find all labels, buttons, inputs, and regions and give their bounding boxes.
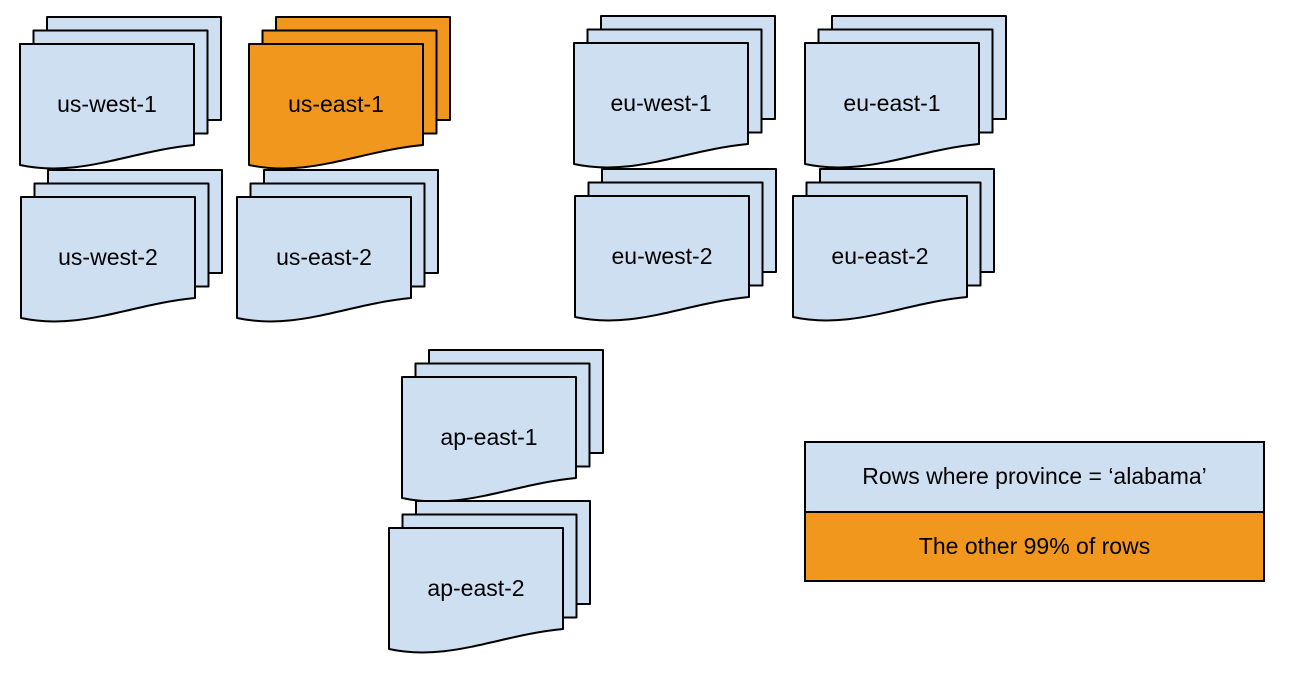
stacked-documents-icon [574, 168, 777, 322]
region-stack-us-east-1: us-east-1 [248, 16, 452, 172]
region-stack-ap-east-1: ap-east-1 [401, 349, 605, 505]
stacked-documents-icon [401, 349, 604, 503]
region-label: ap-east-1 [440, 424, 538, 450]
front-document-icon [248, 43, 424, 170]
front-document-icon [19, 43, 195, 170]
stacked-documents-icon [19, 16, 222, 170]
front-document-icon [792, 195, 968, 322]
region-label: us-east-2 [276, 244, 372, 270]
stacked-documents-icon [248, 16, 451, 170]
stacked-documents-icon [388, 500, 591, 654]
region-stack-eu-east-2: eu-east-2 [792, 168, 996, 324]
legend-item: Rows where province = ‘alabama’ [806, 443, 1263, 511]
region-label: us-west-2 [58, 244, 158, 270]
front-document-icon [236, 196, 412, 323]
legend-item-label: The other 99% of rows [918, 532, 1151, 559]
legend: Rows where province = ‘alabama’ The othe… [804, 441, 1265, 582]
region-stack-eu-east-1: eu-east-1 [804, 15, 1008, 171]
region-stack-eu-west-2: eu-west-2 [574, 168, 778, 324]
stacked-documents-icon [573, 15, 776, 169]
region-stack-us-east-2: us-east-2 [236, 169, 440, 325]
front-document-icon [574, 195, 750, 322]
region-label: eu-east-2 [831, 243, 929, 269]
front-document-icon [573, 42, 749, 169]
stacked-documents-icon [20, 169, 223, 323]
region-label: us-west-1 [57, 91, 157, 117]
front-document-icon [804, 42, 980, 169]
region-stack-ap-east-2: ap-east-2 [388, 500, 592, 656]
stacked-documents-icon [804, 15, 1007, 169]
region-label: eu-east-1 [843, 90, 941, 116]
region-label: eu-west-2 [611, 243, 713, 269]
region-label: ap-east-2 [427, 575, 525, 601]
legend-item: The other 99% of rows [806, 510, 1263, 580]
region-stack-us-west-1: us-west-1 [19, 16, 223, 172]
stacked-documents-icon [236, 169, 439, 323]
legend-item-label: Rows where province = ‘alabama’ [862, 463, 1207, 490]
region-label: eu-west-1 [610, 90, 712, 116]
region-label: us-east-1 [288, 91, 384, 117]
stacked-documents-icon [792, 168, 995, 322]
region-stack-us-west-2: us-west-2 [20, 169, 224, 325]
front-document-icon [388, 527, 564, 654]
front-document-icon [20, 196, 196, 323]
region-stack-eu-west-1: eu-west-1 [573, 15, 777, 171]
